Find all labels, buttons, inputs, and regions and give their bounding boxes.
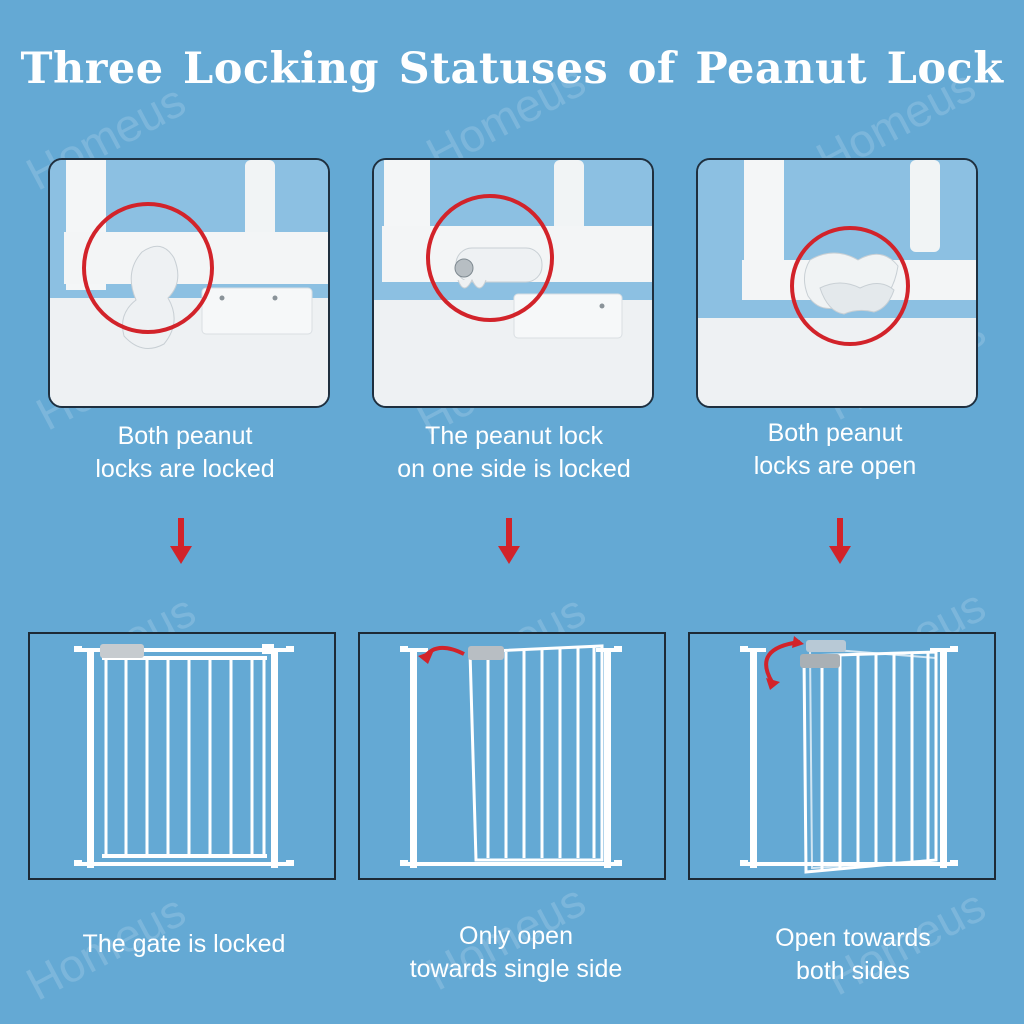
gate-single-side-illustration xyxy=(358,632,666,880)
status-caption: Both peanut locks are locked xyxy=(95,422,275,483)
result-caption: The gate is locked xyxy=(82,930,286,958)
page-title: Three Locking Statuses of Peanut Lock xyxy=(20,44,1004,94)
down-arrow-icon xyxy=(498,518,520,564)
down-arrow-icon xyxy=(170,518,192,564)
down-arrow-icon xyxy=(829,518,851,564)
gate-both-sides-illustration xyxy=(688,632,996,880)
result-caption: Only open towards single side xyxy=(409,922,623,983)
result-caption: Open towards both sides xyxy=(775,924,931,985)
photo-both-locked xyxy=(48,158,330,408)
gate-locked-illustration xyxy=(28,632,336,880)
photo-one-side-locked xyxy=(372,158,654,408)
status-caption: Both peanut locks are open xyxy=(753,419,917,480)
status-caption: The peanut lock on one side is locked xyxy=(397,422,631,483)
photo-both-open xyxy=(696,158,978,408)
